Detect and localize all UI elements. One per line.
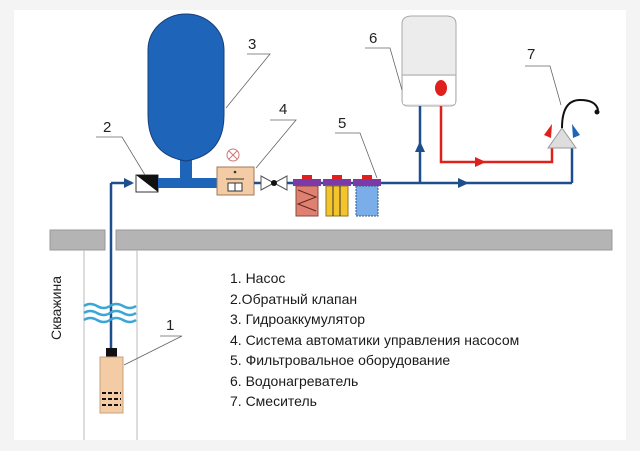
flow-arrow: [124, 178, 134, 188]
legend-item-accumulator: 3. Гидроаккумулятор: [230, 311, 366, 327]
legend-item-filters: 5. Фильтровальное оборудование: [230, 352, 451, 368]
filter-2: [323, 175, 351, 217]
callout-6: 6: [369, 30, 378, 47]
flow-arrow: [475, 157, 486, 167]
legend-item-mixer: 7. Смеситель: [230, 393, 317, 409]
submersible-pump: [99, 348, 124, 414]
main-pipe: [158, 178, 218, 188]
accumulator-tank: [147, 13, 225, 162]
callout-5: 5: [338, 115, 347, 132]
pump-automation-unit: [216, 166, 255, 196]
flow-arrow: [415, 141, 425, 152]
legend: 1. Насос 2.Обратный клапан 3. Гидроаккум…: [230, 268, 519, 412]
ground-slab-right: [115, 229, 613, 251]
water-heater: [401, 15, 457, 107]
callout-4: 4: [279, 101, 288, 118]
flow-arrow: [458, 178, 469, 188]
leader-lines: [96, 47, 562, 366]
well-label: Скважина: [48, 275, 64, 340]
callout-3: 3: [248, 36, 257, 53]
filter-1: [293, 175, 321, 217]
callout-7: 7: [527, 46, 536, 63]
mixer-faucet: [544, 98, 600, 149]
filter-3: [353, 175, 381, 217]
check-valve: [135, 174, 159, 193]
legend-item-automation: 4. Система автоматики управления насосом: [230, 331, 520, 348]
hot-water-pipe: [439, 106, 554, 164]
callout-1: 1: [166, 317, 175, 334]
pressure-gauge-icon: [226, 148, 240, 162]
water-level-waves: [83, 302, 137, 324]
shutoff-valve: [260, 175, 288, 191]
callout-2: 2: [103, 119, 112, 136]
legend-item-check-valve: 2.Обратный клапан: [230, 290, 358, 307]
legend-item-pump: 1. Насос: [230, 270, 286, 286]
ground-slab-left: [49, 229, 106, 251]
legend-item-water-heater: 6. Водонагреватель: [230, 372, 359, 389]
